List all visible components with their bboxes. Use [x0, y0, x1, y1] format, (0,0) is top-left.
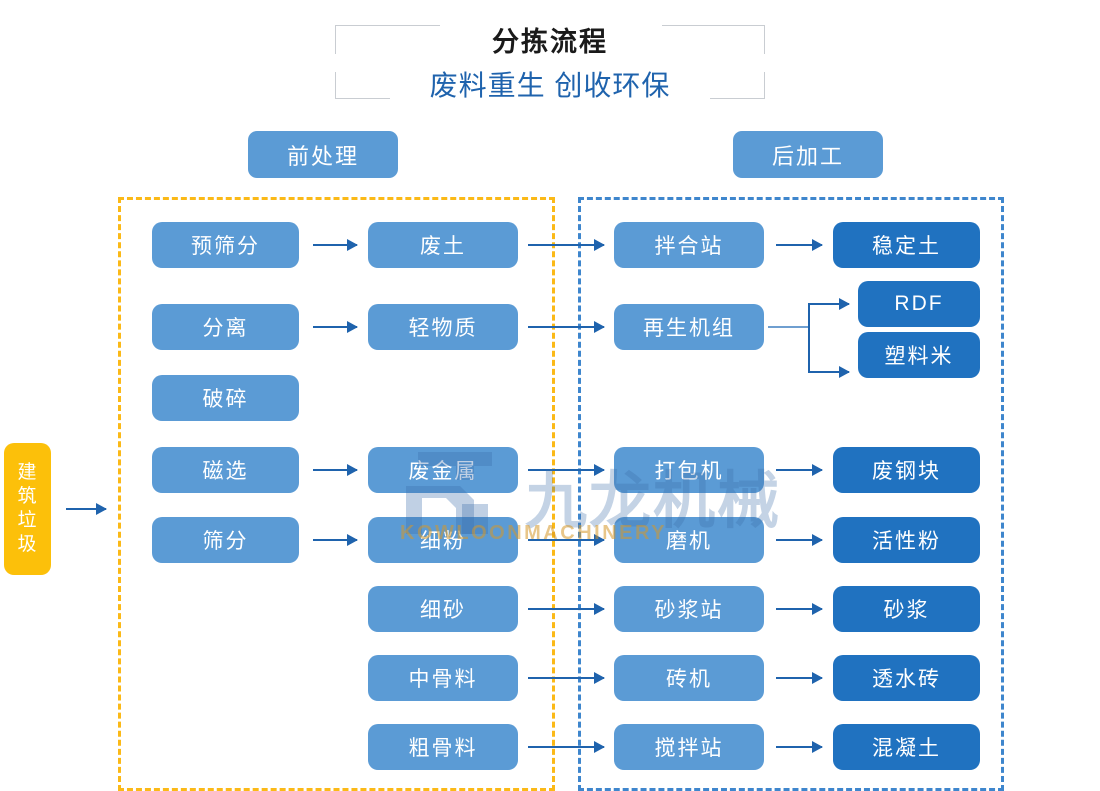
node-col4-1[interactable]: RDF	[858, 281, 980, 327]
section-header-post-processing[interactable]: 后加工	[733, 131, 883, 178]
node-col2-5[interactable]: 中骨料	[368, 655, 518, 701]
arrow-branch-to-plastic	[808, 366, 850, 378]
node-col2-2[interactable]: 废金属	[368, 447, 518, 493]
arrow-col3-6-to-col4-7	[776, 741, 823, 753]
arrow-col2-4-to-col3-4	[528, 603, 605, 615]
node-col3-2[interactable]: 打包机	[614, 447, 764, 493]
node-col3-5[interactable]: 砖机	[614, 655, 764, 701]
node-col4-2[interactable]: 塑料米	[858, 332, 980, 378]
input-node-construction-waste[interactable]: 建筑垃圾	[4, 443, 51, 575]
node-col3-4[interactable]: 砂浆站	[614, 586, 764, 632]
node-col1-2[interactable]: 破碎	[152, 375, 299, 421]
frame-gap-bottom	[390, 90, 710, 106]
node-col2-0[interactable]: 废土	[368, 222, 518, 268]
section-header-pre-processing[interactable]: 前处理	[248, 131, 398, 178]
arrow-col1-4-to-col2-3	[313, 534, 358, 546]
arrow-col2-5-to-col3-5	[528, 672, 605, 684]
branch-stem-line	[768, 326, 810, 328]
node-col4-7[interactable]: 混凝土	[833, 724, 980, 770]
arrow-input-to-pre	[66, 503, 107, 515]
frame-gap-top	[440, 19, 662, 33]
page-title: 分拣流程	[492, 27, 608, 57]
arrow-col1-3-to-col2-2	[313, 464, 358, 476]
arrow-col3-3-to-col4-4	[776, 534, 823, 546]
arrow-col3-2-to-col4-3	[776, 464, 823, 476]
arrow-branch-to-rdf	[808, 298, 850, 310]
node-col3-1[interactable]: 再生机组	[614, 304, 764, 350]
node-col1-4[interactable]: 筛分	[152, 517, 299, 563]
node-col2-4[interactable]: 细砂	[368, 586, 518, 632]
node-col4-3[interactable]: 废钢块	[833, 447, 980, 493]
branch-vertical-line	[808, 303, 810, 373]
node-col1-1[interactable]: 分离	[152, 304, 299, 350]
node-col4-4[interactable]: 活性粉	[833, 517, 980, 563]
node-col3-6[interactable]: 搅拌站	[614, 724, 764, 770]
arrow-col1-1-to-col2-1	[313, 321, 358, 333]
node-col3-3[interactable]: 磨机	[614, 517, 764, 563]
arrow-col2-3-to-col3-3	[528, 534, 605, 546]
page-subtitle: 废料重生 创收环保	[429, 70, 671, 101]
arrow-col3-0-to-col4-0	[776, 239, 823, 251]
frame-gap-right	[757, 54, 771, 72]
arrow-col2-0-to-col3-0	[528, 239, 605, 251]
node-col4-6[interactable]: 透水砖	[833, 655, 980, 701]
arrow-col1-0-to-col2-0	[313, 239, 358, 251]
arrow-col2-6-to-col3-6	[528, 741, 605, 753]
node-col2-3[interactable]: 细粉	[368, 517, 518, 563]
group-post-processing	[578, 197, 1004, 791]
node-col2-6[interactable]: 粗骨料	[368, 724, 518, 770]
frame-gap-left	[329, 54, 343, 72]
node-col1-3[interactable]: 磁选	[152, 447, 299, 493]
node-col4-5[interactable]: 砂浆	[833, 586, 980, 632]
node-col4-0[interactable]: 稳定土	[833, 222, 980, 268]
node-col3-0[interactable]: 拌合站	[614, 222, 764, 268]
arrow-col3-5-to-col4-6	[776, 672, 823, 684]
arrow-col3-4-to-col4-5	[776, 603, 823, 615]
arrow-col2-1-to-col3-1	[528, 321, 605, 333]
node-col1-0[interactable]: 预筛分	[152, 222, 299, 268]
group-pre-processing	[118, 197, 555, 791]
arrow-col2-2-to-col3-2	[528, 464, 605, 476]
input-node-label: 建筑垃圾	[17, 462, 38, 555]
node-col2-1[interactable]: 轻物质	[368, 304, 518, 350]
